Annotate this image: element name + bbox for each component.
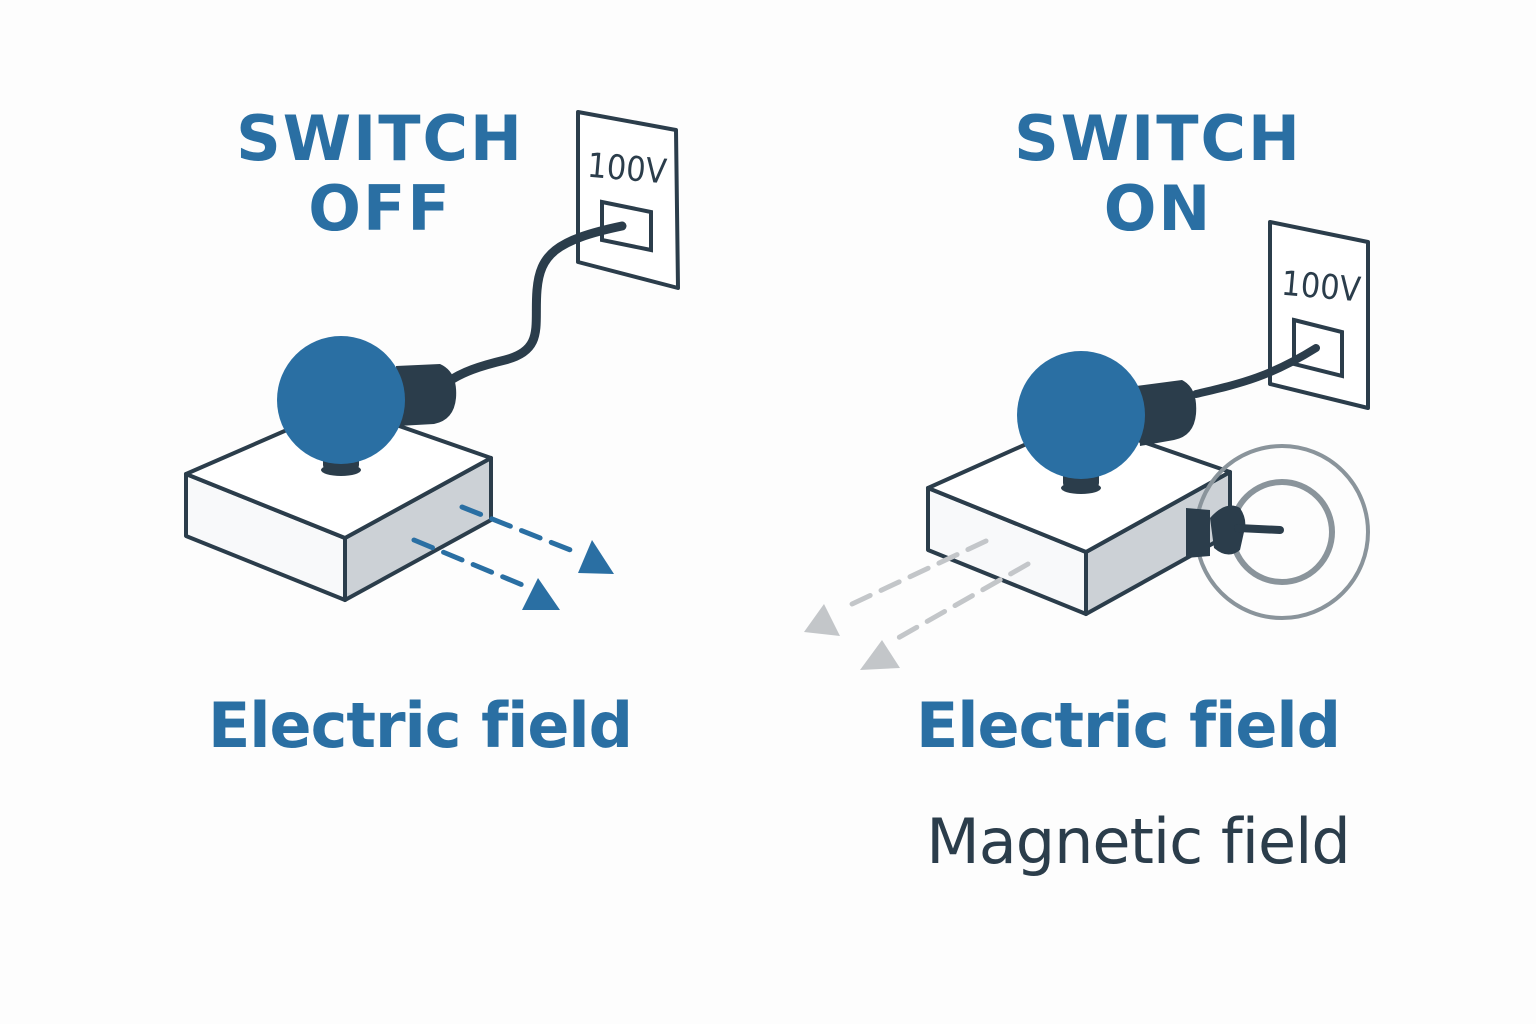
switch-on-illustration: 100V xyxy=(804,220,1370,670)
electric-field-arrows xyxy=(804,538,1031,670)
electric-field-label: Electric field xyxy=(207,689,633,762)
light-bulb xyxy=(1017,351,1197,494)
electric-field-label: Electric field xyxy=(915,689,1341,762)
switch-off-panel: 100V SWITCH OFF Electric field xyxy=(184,104,680,762)
bulb-socket xyxy=(1136,380,1197,446)
wall-outlet: 100V xyxy=(576,110,680,290)
switch-off-title: SWITCH OFF xyxy=(230,104,530,244)
title-line-2: OFF xyxy=(308,172,452,245)
switch-on-title: SWITCH ON xyxy=(998,104,1318,244)
power-cord xyxy=(1192,344,1320,398)
title-line-1: SWITCH xyxy=(1014,102,1302,175)
light-bulb xyxy=(277,336,457,476)
outlet-voltage-label: 100V xyxy=(586,146,669,193)
title-line-1: SWITCH xyxy=(236,102,524,175)
electric-field-arrows xyxy=(411,504,614,610)
plug-icon xyxy=(1186,505,1284,558)
switch-on-panel: 100V xyxy=(768,0,1536,1024)
wall-outlet: 100V xyxy=(1268,220,1370,410)
switch-off-illustration: 100V xyxy=(184,110,680,610)
title-line-2: ON xyxy=(1103,172,1213,245)
outlet-voltage-label: 100V xyxy=(1280,264,1363,311)
power-cord xyxy=(443,221,627,387)
bulb-socket xyxy=(396,364,457,426)
magnetic-field-label: Magnetic field xyxy=(926,805,1350,878)
